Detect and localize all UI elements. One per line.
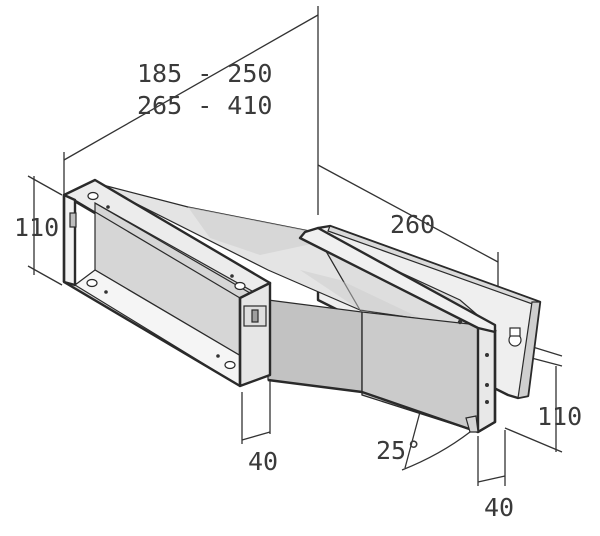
angle-label: 25°: [376, 436, 421, 465]
range-top-label: 185 - 250: [137, 59, 272, 88]
height-left-label: 110: [14, 213, 59, 242]
clip-icon: [69, 212, 77, 228]
screw-hole-icon: [87, 191, 99, 201]
height-right-label: 110: [537, 402, 582, 431]
inlet-frame: [62, 178, 272, 388]
depth-left-label: 40: [248, 447, 278, 476]
screw-hole-icon: [234, 281, 246, 291]
length-label: 260: [390, 210, 435, 239]
screw-hole-icon: [224, 360, 236, 370]
duct-body: [94, 182, 497, 434]
dimension-labels: 185 - 250 265 - 410 260 110 110 40 40 25…: [14, 59, 582, 522]
screw-hole-icon: [86, 278, 98, 288]
depth-right-label: 40: [484, 493, 514, 522]
range-bottom-label: 265 - 410: [137, 91, 272, 120]
dimension-lines: [27, 6, 563, 486]
